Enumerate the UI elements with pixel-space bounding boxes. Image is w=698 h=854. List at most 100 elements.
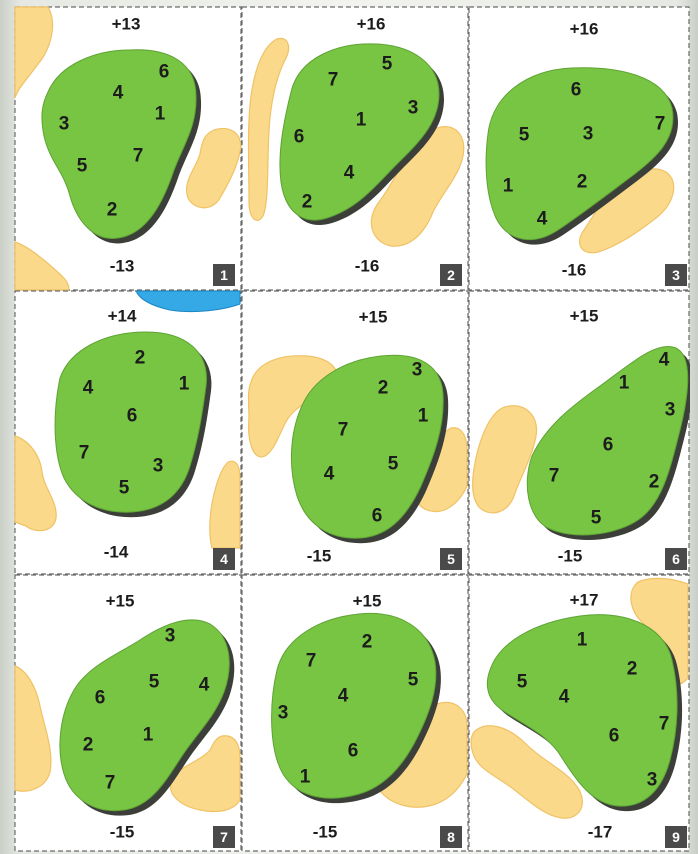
panel-number: 2 [447,267,455,283]
pin-label: 6 [609,726,620,747]
pin-label: 7 [655,114,666,135]
pin-label: 2 [649,472,660,493]
pin-label: 1 [179,374,190,395]
front-yardage: +13 [112,15,141,34]
pin-label: 6 [372,506,383,527]
pin-label: 7 [328,70,339,91]
front-yardage: +15 [353,592,382,611]
front-yardage: +14 [108,307,137,326]
pin-label: 6 [159,62,170,83]
pin-label: 7 [338,420,349,441]
panel-number: 3 [672,267,680,283]
front-yardage: +15 [570,307,599,326]
panel-number: 5 [447,551,455,567]
pin-label: 1 [503,176,514,197]
pin-label: 4 [537,209,548,230]
pin-label: 2 [135,348,146,369]
pin-label: 1 [356,110,367,131]
panel-6: +15 -15 4 1 3 6 7 2 5 6 [469,291,690,574]
pin-label: 5 [408,670,419,691]
pin-label: 2 [362,632,373,653]
panel-8: +15 -15 7 2 4 5 3 6 1 8 [242,575,468,851]
pin-label: 7 [133,146,144,167]
pin-label: 2 [83,735,94,756]
pin-label: 4 [559,687,570,708]
pin-label: 6 [95,688,106,709]
panel-4: +14 -14 2 4 1 6 7 3 5 4 [15,291,241,574]
pin-label: 4 [199,675,210,696]
pin-label: 4 [338,686,349,707]
pin-position-sheet: +13 -13 4 6 3 1 5 7 2 1 +16 -16 7 5 1 3 … [14,6,690,852]
pin-label: 6 [294,127,305,148]
front-yardage: +15 [359,308,388,327]
back-yardage: -17 [588,823,613,842]
pin-label: 5 [591,508,602,529]
panel-3: +16 -16 6 5 3 7 1 2 4 3 [469,7,689,290]
panel-9: +17 -17 1 5 2 4 6 7 3 9 [469,575,689,851]
back-yardage: -16 [562,261,587,280]
pin-label: 4 [83,378,94,399]
panel-number: 6 [672,551,680,567]
back-yardage: -16 [355,257,380,276]
pin-label: 5 [119,478,130,499]
pin-label: 3 [153,456,164,477]
pin-label: 1 [300,767,311,788]
pin-label: 5 [517,672,528,693]
pin-label: 3 [647,770,658,791]
pin-label: 2 [627,659,638,680]
panel-2: +16 -16 7 5 1 3 6 4 2 2 [242,7,468,290]
pin-label: 3 [165,626,176,647]
pin-label: 4 [659,350,670,371]
pin-label: 1 [418,406,429,427]
pin-label: 5 [149,672,160,693]
pin-label: 3 [665,400,676,421]
panel-5: +15 -15 3 2 1 7 4 5 6 5 [242,291,468,574]
pin-label: 6 [348,741,359,762]
back-yardage: -15 [558,547,583,566]
pin-label: 2 [107,200,118,221]
pin-label: 5 [388,454,399,475]
pin-label: 6 [571,80,582,101]
front-yardage: +16 [570,20,599,39]
panel-1: +13 -13 4 6 3 1 5 7 2 1 [15,7,241,290]
pin-label: 5 [382,54,393,75]
front-yardage: +16 [357,15,386,34]
pin-label: 3 [412,360,423,381]
pin-label: 7 [306,651,317,672]
pin-label: 3 [59,114,70,135]
pin-label: 5 [519,125,530,146]
pin-label: 7 [79,443,90,464]
panel-number: 1 [220,267,228,283]
pin-label: 3 [408,98,419,119]
panel-number: 9 [672,829,680,845]
front-yardage: +15 [106,592,135,611]
pin-label: 7 [105,773,116,794]
pin-label: 4 [113,83,124,104]
pin-label: 7 [659,714,670,735]
pin-label: 6 [603,435,614,456]
back-yardage: -13 [110,257,135,276]
back-yardage: -14 [104,543,129,562]
pin-label: 6 [127,406,138,427]
pin-label: 2 [577,172,588,193]
pin-label: 7 [549,466,560,487]
pin-label: 2 [378,378,389,399]
pin-label: 5 [77,156,88,177]
pin-label: 1 [577,630,588,651]
panel-number: 4 [220,551,228,567]
pin-label: 1 [155,104,166,125]
panel-7: +15 -15 3 6 5 4 2 1 7 7 [15,575,241,851]
front-yardage: +17 [570,591,599,610]
pin-label: 1 [619,373,630,394]
back-yardage: -15 [110,823,135,842]
pin-label: 4 [344,163,355,184]
back-yardage: -15 [307,547,332,566]
pin-label: 2 [302,192,313,213]
pin-label: 3 [278,703,289,724]
panel-number: 7 [220,829,228,845]
back-yardage: -15 [313,823,338,842]
pin-label: 1 [143,725,154,746]
pin-label: 4 [324,464,335,485]
panel-number: 8 [447,829,455,845]
pin-label: 3 [583,124,594,145]
